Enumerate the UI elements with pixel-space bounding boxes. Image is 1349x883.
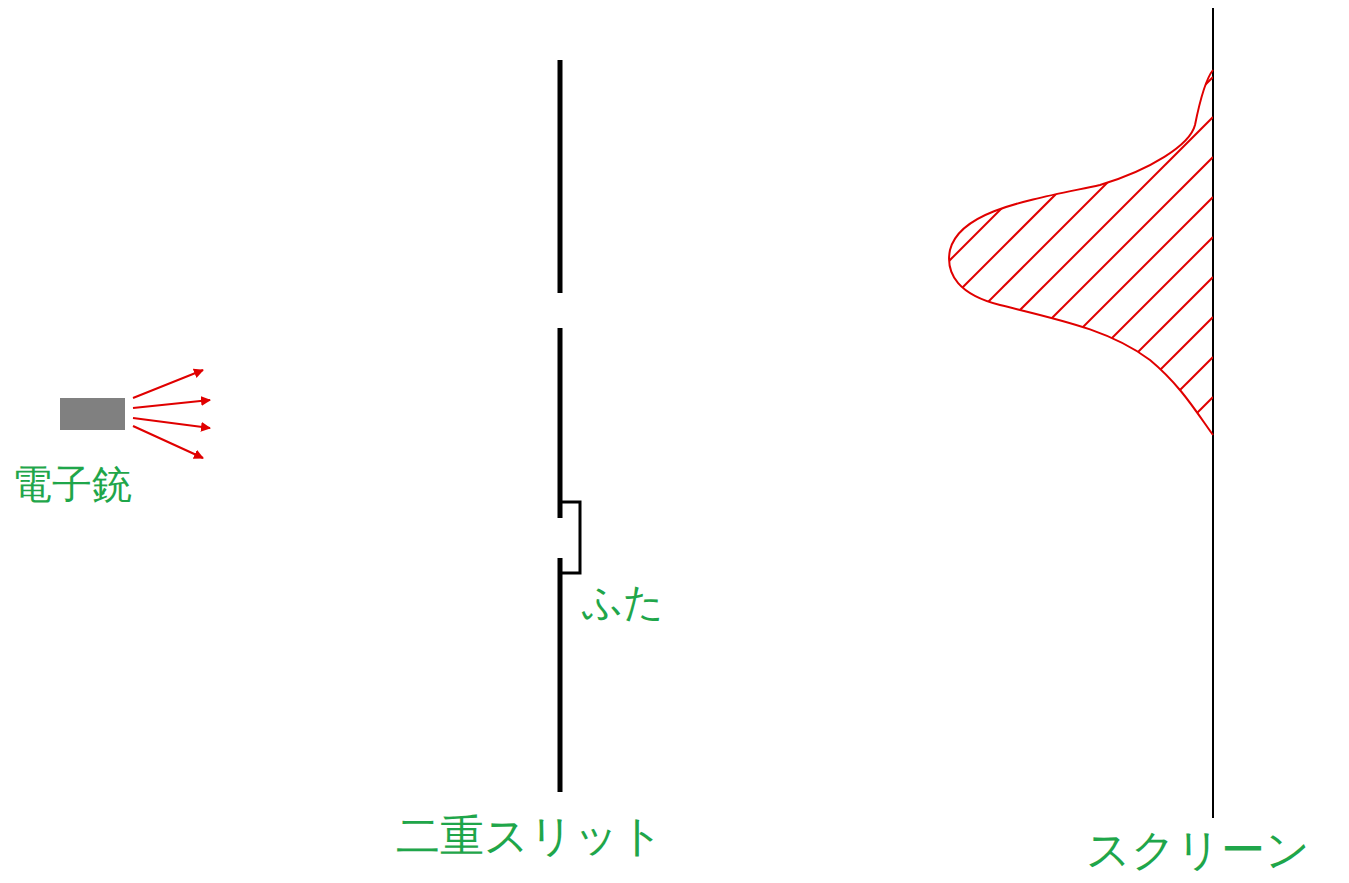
lid-label: ふた <box>582 580 664 624</box>
slit-label: 二重スリット <box>396 812 664 860</box>
electron-gun <box>60 398 125 430</box>
slit-lid <box>560 502 580 573</box>
electron-beams <box>133 370 210 458</box>
distribution-hatching <box>900 0 1213 750</box>
double-slit <box>558 60 563 792</box>
distribution-curve <box>949 70 1213 435</box>
gun-label: 電子銃 <box>12 462 132 506</box>
screen-line <box>1212 8 1214 818</box>
screen-label: スクリーン <box>1086 826 1310 874</box>
